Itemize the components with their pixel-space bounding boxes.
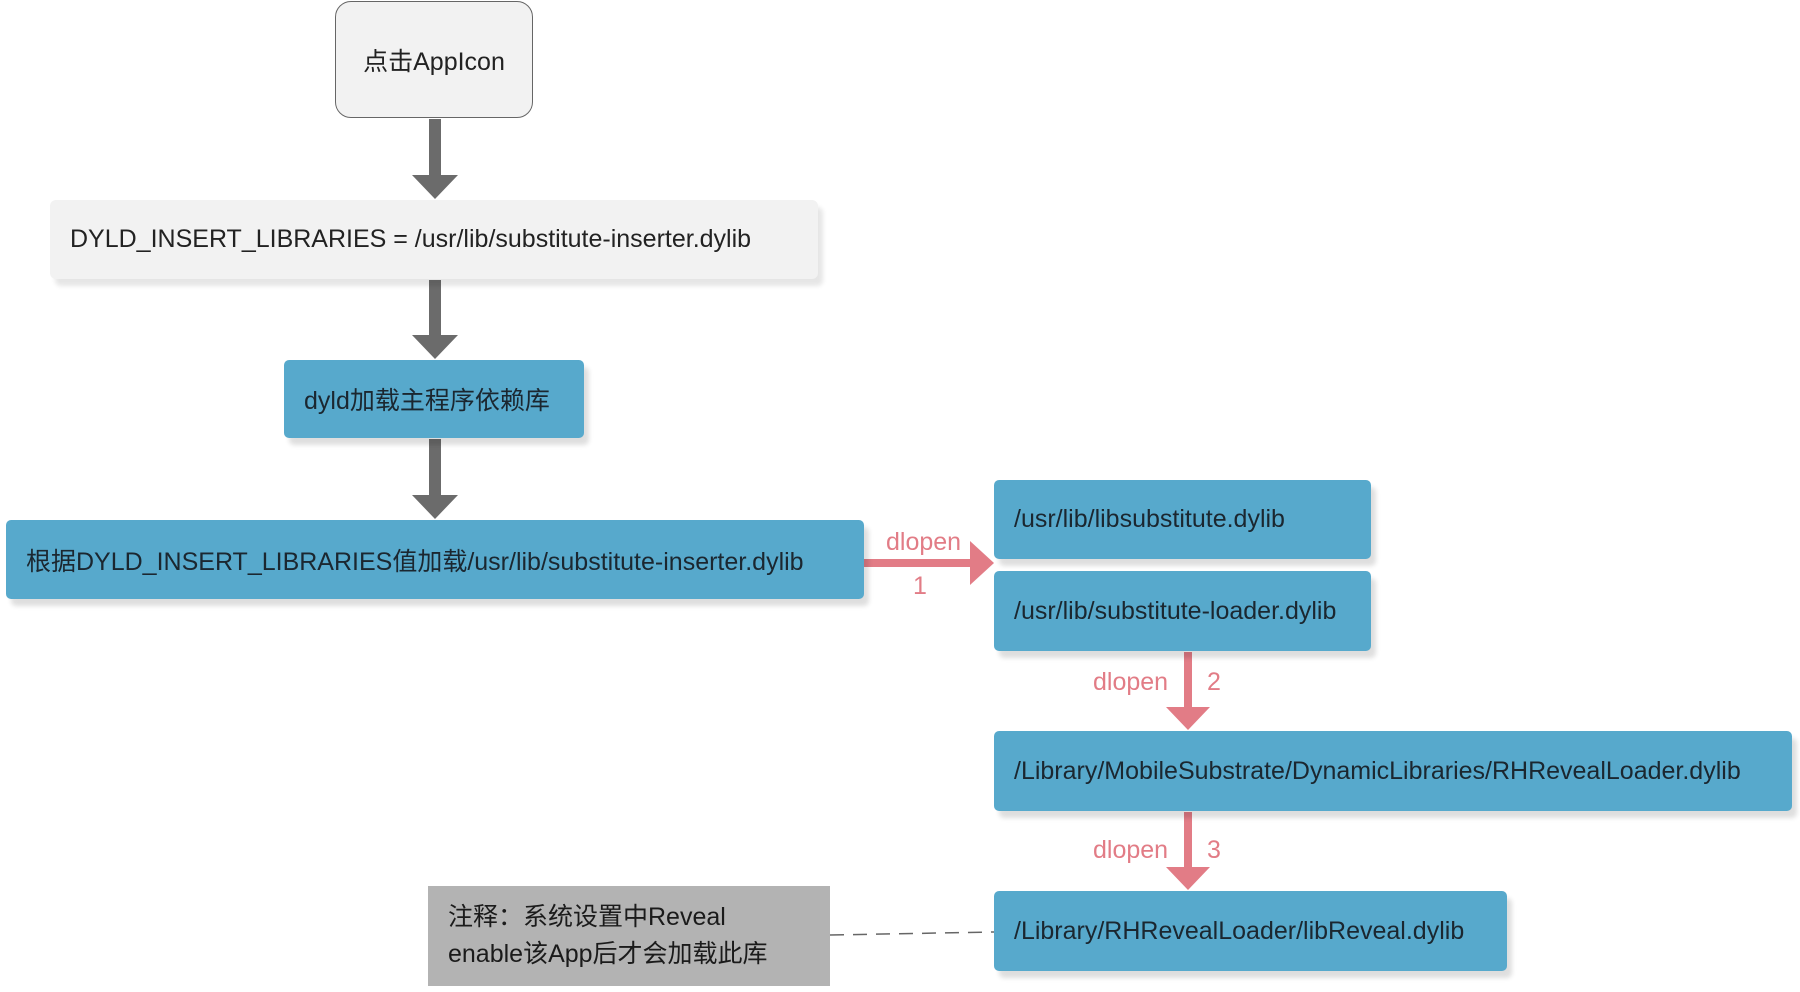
inserter-label: 根据DYLD_INSERT_LIBRARIES值加载/usr/lib/subst… [26, 547, 804, 576]
lib-reveal-node: /Library/RHRevealLoader/libReveal.dylib [994, 891, 1507, 971]
flow-arrow-start-to-env [412, 119, 458, 199]
env-variable-label: DYLD_INSERT_LIBRARIES = /usr/lib/substit… [70, 225, 752, 253]
dyld-load-node: dyld加载主程序依赖库 [284, 360, 584, 438]
start-node: 点击AppIcon [335, 1, 533, 118]
libsubstitute-label: /usr/lib/libsubstitute.dylib [1014, 505, 1285, 533]
note-line-2: enable该App后才会加载此库 [448, 940, 768, 968]
dlopen-arrow-1 [864, 541, 994, 585]
dlopen-step-2: 2 [1207, 668, 1221, 696]
note-line-1: 注释：系统设置中Reveal [448, 903, 726, 931]
substitute-loader-label: /usr/lib/substitute-loader.dylib [1014, 596, 1337, 625]
dlopen-label-2: dlopen [1093, 668, 1169, 696]
note-connector [829, 931, 995, 936]
dlopen-arrow-2 [1166, 652, 1210, 730]
flow-arrow-env-to-dyld [412, 280, 458, 359]
libsubstitute-node: /usr/lib/libsubstitute.dylib [994, 480, 1371, 559]
flow-arrow-dyld-to-inserter [412, 439, 458, 519]
substitute-loader-node: /usr/lib/substitute-loader.dylib [994, 571, 1371, 651]
dlopen-label-3: dlopen [1093, 836, 1169, 864]
dlopen-step-3: 3 [1207, 836, 1221, 864]
inserter-node: 根据DYLD_INSERT_LIBRARIES值加载/usr/lib/subst… [6, 520, 864, 599]
dyld-load-label: dyld加载主程序依赖库 [304, 387, 550, 415]
reveal-loader-node: /Library/MobileSubstrate/DynamicLibrarie… [994, 731, 1792, 811]
env-variable-node: DYLD_INSERT_LIBRARIES = /usr/lib/substit… [50, 200, 818, 279]
note-box: 注释：系统设置中Reveal enable该App后才会加载此库 [428, 886, 830, 986]
dlopen-step-1: 1 [913, 572, 927, 600]
reveal-loader-label: /Library/MobileSubstrate/DynamicLibrarie… [1014, 756, 1741, 785]
dlopen-arrow-3 [1166, 812, 1210, 890]
dlopen-label-1: dlopen [886, 528, 962, 556]
start-node-label: 点击AppIcon [363, 47, 505, 76]
lib-reveal-label: /Library/RHRevealLoader/libReveal.dylib [1014, 916, 1465, 945]
